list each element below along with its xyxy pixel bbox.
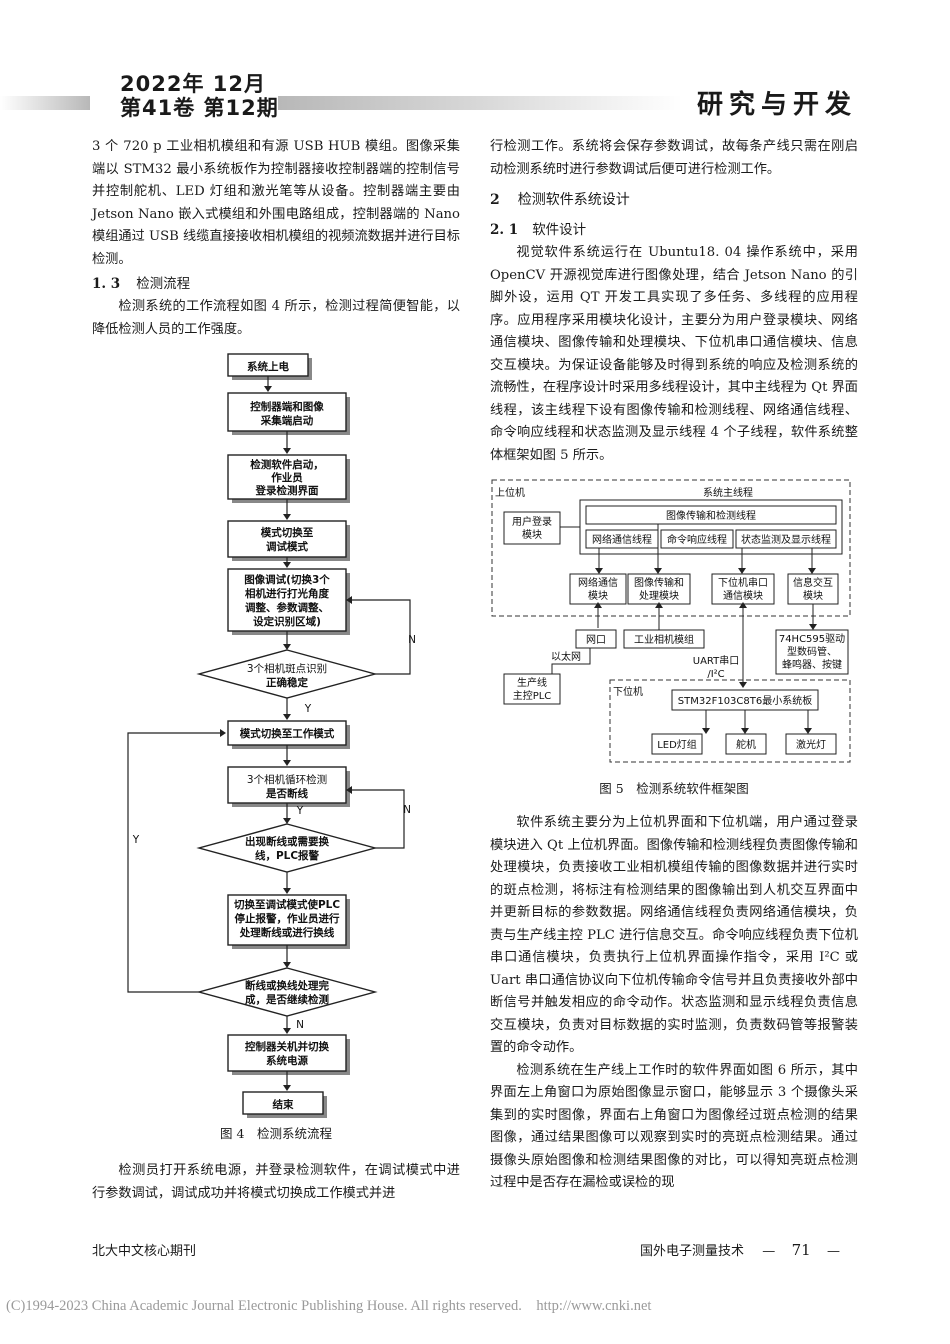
left-paragraph-3: 检测员打开系统电源，并登录检测软件，在调试模式中进行参数调试，调试成功并将模式切… xyxy=(92,1163,460,1201)
fw-main-thread-label: 系统主线程 xyxy=(703,486,753,499)
left-paragraph-1: 3 个 720 p 工业相机模组和有源 USB HUB 模组。图像采集端以 ST… xyxy=(92,139,460,267)
header-bar-left xyxy=(0,96,90,110)
fw-upper-label: 上位机 xyxy=(495,486,525,499)
fc-switch-debug-line2: 停止报警，作业员进行 xyxy=(235,912,340,925)
left-column-top: 3 个 720 p 工业相机模组和有源 USB HUB 模组。图像采集端以 ST… xyxy=(92,136,460,341)
right-paragraph-4: 检测系统在生产线上工作时的软件界面如图 6 所示，其中界面左上角窗口为原始图像显… xyxy=(490,1062,858,1191)
fw-ethernet: 以太网 xyxy=(551,650,581,663)
fc-end: 结束 xyxy=(273,1098,294,1111)
fc-decision-3-line2: 成，是否继续检测 xyxy=(245,993,329,1006)
fw-camera: 工业相机模组 xyxy=(634,633,694,646)
fw-serial-mod-line1: 下位机串口 xyxy=(718,576,768,589)
fw-serial-mod-line2: 通信模块 xyxy=(723,590,763,602)
fc-shutdown-line1: 控制器关机并切换 xyxy=(245,1040,329,1053)
fc-start-line2: 采集端启动 xyxy=(260,414,314,427)
fc-debug-mode-line2: 调试模式 xyxy=(266,540,308,553)
fc-decision-1-line2: 正确稳定 xyxy=(266,676,308,689)
footer-dash-right: — xyxy=(826,1244,840,1259)
figure-5-caption: 图 5 检测系统软件框架图 xyxy=(599,781,749,796)
header-issue: 第41卷 第12期 xyxy=(120,96,279,120)
fc-decision-2 xyxy=(196,823,378,873)
fc-image-debug-line3: 调整、参数调整、 xyxy=(245,601,329,614)
right-paragraph-2: 视觉软件系统运行在 Ubuntu18. 04 操作系统中，采用 OpenCV 开… xyxy=(490,245,858,463)
right-paragraph-3: 软件系统主要分为上位机界面和下位机端，用户通过登录模块进入 Qt 上位机界面。图… xyxy=(490,815,858,1055)
fw-stm32: STM32F103C8T6最小系统板 xyxy=(678,694,812,707)
fc-power-on: 系统上电 xyxy=(247,360,289,373)
fw-cmd-thread: 命令响应线程 xyxy=(667,533,727,546)
left-column-bottom: 检测员打开系统电源，并登录检测软件，在调试模式中进行参数调试，调试成功并将模式切… xyxy=(92,1160,460,1205)
footer-dash-left: — xyxy=(762,1244,776,1259)
fw-img-thread: 图像传输和检测线程 xyxy=(666,509,756,522)
footer-journal: 国外电子测量技术 xyxy=(640,1244,745,1259)
fc-software-line2: 作业员 xyxy=(271,471,303,484)
footer-right: 国外电子测量技术 — 71 — xyxy=(640,1240,840,1259)
fw-info-mod-line2: 模块 xyxy=(803,590,823,602)
fc-yes-label-3: Y xyxy=(132,834,140,846)
fc-start-line1: 控制器端和图像 xyxy=(250,400,324,413)
fc-decision-2-line1: 出现断线或需要换 xyxy=(245,835,329,848)
page-number: 71 xyxy=(791,1241,811,1259)
fc-cycle-detect-line1: 3个相机循环检测 xyxy=(247,773,327,786)
fw-hc595-line1: 74HC595驱动 xyxy=(779,633,845,645)
right-column-top: 行检测工作。系统将会保存参数调试，故每条产线只需在刚启动检测系统时进行参数调试后… xyxy=(490,136,858,467)
figure-4-caption: 图 4 检测系统流程 xyxy=(220,1126,332,1141)
fw-login-line2: 模块 xyxy=(522,529,542,541)
fw-lower-label: 下位机 xyxy=(613,685,643,698)
fw-net-mod-line1: 网络通信 xyxy=(578,576,618,589)
fc-debug-mode-line1: 模式切换至 xyxy=(261,526,314,539)
fc-software-line1: 检测软件启动， xyxy=(250,458,324,471)
fc-software-line3: 登录检测界面 xyxy=(255,484,319,497)
fc-work-mode: 模式切换至工作模式 xyxy=(240,727,335,740)
fc-yes-label-1: Y xyxy=(304,703,312,715)
fc-image-debug-line1: 图像调试(切换3个 xyxy=(244,573,330,586)
header-section: 研究与开发 xyxy=(697,90,858,120)
figure-5-framework: 上位机 系统主线程 图像传输和检测线程 网络通信线程 命令响应线程 状态监测及显… xyxy=(491,479,851,763)
right-column-bottom: 软件系统主要分为上位机界面和下位机端，用户通过登录模块进入 Qt 上位机界面。图… xyxy=(490,812,858,1195)
fc-decision-3 xyxy=(196,967,378,1017)
fw-hc595-line3: 蜂鸣器、按键 xyxy=(782,658,842,671)
copyright-notice: (C)1994-2023 China Academic Journal Elec… xyxy=(6,1298,652,1314)
fc-shutdown-line2: 系统电源 xyxy=(266,1054,308,1067)
right-paragraph-1: 行检测工作。系统将会保存参数调试，故每条产线只需在刚启动检测系统时进行参数调试后… xyxy=(490,139,858,177)
header-date: 2022年 12月 xyxy=(120,72,266,96)
fw-plc-line2: 主控PLC xyxy=(513,689,552,702)
fw-hc595-line2: 型数码管、 xyxy=(787,645,837,658)
fw-img-mod-line2: 处理模块 xyxy=(639,590,679,602)
fc-no-label-1: N xyxy=(408,634,416,646)
fc-switch-debug-line1: 切换至调试模式使PLC xyxy=(234,898,340,911)
fw-upper-frame xyxy=(491,479,851,617)
header-bar-right xyxy=(278,96,682,110)
fc-image-debug-line2: 相机进行打光角度 xyxy=(245,587,329,600)
fc-image-debug-line4: 设定识别区域) xyxy=(253,615,321,628)
fw-info-mod-line1: 信息交互 xyxy=(793,576,833,589)
fc-cycle-detect-line2: 是否断线 xyxy=(265,787,308,800)
figure-4-flowchart-body: 系统上电 控制器端和图像 采集端启动 检测软件启动， 作业员 登录检测界面 模式… xyxy=(127,353,416,1118)
fw-uart-line1: UART串口 xyxy=(693,655,740,667)
fc-yes-label-2: Y xyxy=(296,805,304,817)
fc-no-label-3: N xyxy=(296,1019,304,1031)
fc-decision-2-line2: 线，PLC报警 xyxy=(255,849,320,862)
fc-decision-1-line1: 3个相机斑点识别 xyxy=(247,662,327,675)
left-paragraph-2: 检测系统的工作流程如图 4 所示，检测过程简便智能，以降低检测人员的工作强度。 xyxy=(92,299,460,337)
fw-status-thread: 状态监测及显示线程 xyxy=(741,533,831,546)
fc-no-label-2: N xyxy=(403,804,411,816)
fw-laser: 激光灯 xyxy=(796,738,826,751)
footer-left: 北大中文核心期刊 xyxy=(92,1244,197,1259)
fw-login-line1: 用户登录 xyxy=(512,515,552,528)
fw-led: LED灯组 xyxy=(657,738,697,751)
fc-switch-debug-line3: 处理断线或进行换线 xyxy=(239,926,335,939)
fw-netport: 网口 xyxy=(586,634,606,646)
fw-net-mod-line2: 模块 xyxy=(588,590,608,602)
fc-decision-3-line1: 断线或换线处理完 xyxy=(245,979,329,992)
fw-img-mod-line1: 图像传输和 xyxy=(634,576,684,589)
fw-lower-frame xyxy=(609,679,851,763)
fw-net-thread: 网络通信线程 xyxy=(592,533,652,546)
fw-plc-line1: 生产线 xyxy=(517,676,547,689)
fw-uart-line2: /I²C xyxy=(707,669,724,680)
fw-servo: 舵机 xyxy=(736,738,756,751)
